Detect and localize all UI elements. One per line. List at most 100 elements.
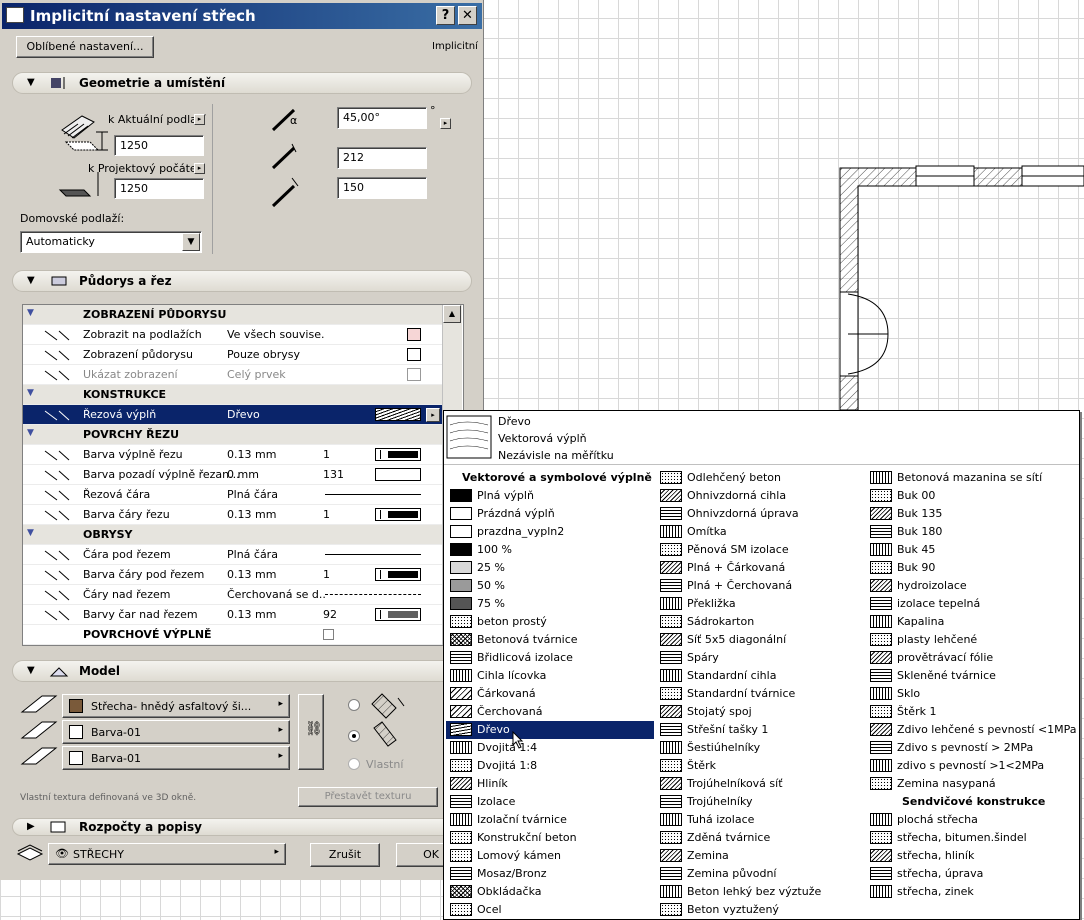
fill-option[interactable]: Štěrk 1: [866, 703, 1074, 721]
fill-option[interactable]: střecha, bitumen.šindel: [866, 829, 1074, 847]
group-toggle-icon[interactable]: ▼: [27, 388, 34, 398]
expand-triangle-icon[interactable]: ▶: [27, 821, 35, 832]
fill-option[interactable]: provětrávací fólie: [866, 649, 1074, 667]
row-value[interactable]: Ve všech souvise...: [227, 328, 325, 341]
fill-option[interactable]: Zemina původní: [656, 865, 864, 883]
fill-option[interactable]: Břidlicová izolace: [446, 649, 654, 667]
fill-option[interactable]: Standardní cihla: [656, 667, 864, 685]
table-group-row[interactable]: ▼ZOBRAZENÍ PŮDORYSU: [23, 305, 443, 325]
fill-option[interactable]: Stojatý spoj: [656, 703, 864, 721]
fill-option[interactable]: Síť 5x5 diagonální: [656, 631, 864, 649]
group-toggle-icon[interactable]: ▼: [27, 528, 34, 538]
fill-option[interactable]: Cihla lícovka: [446, 667, 654, 685]
fill-option[interactable]: Buk 45: [866, 541, 1074, 559]
table-group-row[interactable]: ▼KONSTRUKCE: [23, 385, 443, 405]
section-model[interactable]: ▼ Model: [12, 660, 472, 682]
surface-fills-checkbox[interactable]: [323, 629, 334, 640]
roof-angle-input[interactable]: 45,00°: [337, 107, 427, 129]
fill-option[interactable]: izolace tepelná: [866, 595, 1074, 613]
fill-option[interactable]: Čerchovaná: [446, 703, 654, 721]
link-materials-button[interactable]: ⛓: [298, 694, 324, 770]
fill-option[interactable]: střecha, zinek: [866, 883, 1074, 901]
fill-option[interactable]: Dřevo: [446, 721, 654, 739]
fill-option[interactable]: Odlehčený beton: [656, 469, 864, 487]
group-toggle-icon[interactable]: ▼: [27, 428, 34, 438]
row-value[interactable]: 0.13 mm: [227, 508, 277, 521]
close-button[interactable]: ✕: [458, 6, 477, 25]
material-top-picker[interactable]: Střecha- hnědý asfaltový ši... ▸: [62, 694, 290, 718]
fill-option[interactable]: Prázdná výplň: [446, 505, 654, 523]
fill-option[interactable]: Dvojitá 1:4: [446, 739, 654, 757]
fill-option[interactable]: Hliník: [446, 775, 654, 793]
help-button[interactable]: ?: [436, 6, 455, 25]
fill-option[interactable]: Sádrokarton: [656, 613, 864, 631]
row-value[interactable]: 0 mm: [227, 468, 259, 481]
fill-option[interactable]: Plná + Čerchovaná: [656, 577, 864, 595]
fill-option[interactable]: plasty lehčené: [866, 631, 1074, 649]
table-row[interactable]: POVRCHOVÉ VÝPLNĚ: [23, 625, 443, 645]
row-value[interactable]: Dřevo: [227, 408, 260, 421]
ref-bottom-input[interactable]: 1250: [114, 178, 204, 199]
ref-top-input[interactable]: 1250: [114, 135, 204, 156]
material-side-picker[interactable]: Barva-01 ▸: [62, 720, 290, 744]
fill-option[interactable]: Betonová mazanina se sítí: [866, 469, 1074, 487]
section-floorplan[interactable]: ▼ Půdorys a řez: [12, 270, 472, 292]
fill-option[interactable]: Mosaz/Bronz: [446, 865, 654, 883]
row-value[interactable]: 0.13 mm: [227, 608, 277, 621]
fill-option[interactable]: Překližka: [656, 595, 864, 613]
radio-custom[interactable]: [348, 758, 360, 770]
fill-option[interactable]: Sklo: [866, 685, 1074, 703]
scroll-up-arrow[interactable]: ▲: [443, 305, 461, 323]
fill-option[interactable]: Buk 00: [866, 487, 1074, 505]
row-value[interactable]: Plná čára: [227, 548, 278, 561]
title-bar[interactable]: Implicitní nastavení střech ? ✕: [2, 3, 482, 29]
fill-option[interactable]: Beton lehký bez výztuže: [656, 883, 864, 901]
fill-option[interactable]: Omítka: [656, 523, 864, 541]
fill-option[interactable]: Kapalina: [866, 613, 1074, 631]
fill-option[interactable]: Zdivo lehčené s pevností <1MPa: [866, 721, 1077, 739]
fill-option[interactable]: hydroizolace: [866, 577, 1074, 595]
ref-top-dropdown[interactable]: ▸: [194, 114, 205, 125]
pen-color-swatch[interactable]: [375, 448, 421, 461]
fill-option[interactable]: 75 %: [446, 595, 654, 613]
fill-option[interactable]: plochá střecha: [866, 811, 1074, 829]
home-story-select[interactable]: Automaticky ▼: [20, 231, 202, 253]
roof-thickness-input[interactable]: 212: [337, 147, 427, 169]
fill-option[interactable]: Spáry: [656, 649, 864, 667]
fill-option[interactable]: Ohnivzdorná cihla: [656, 487, 864, 505]
group-toggle-icon[interactable]: ▼: [27, 308, 34, 318]
fill-option[interactable]: Trojúhelníková síť: [656, 775, 864, 793]
fill-option[interactable]: Beton vyztužený: [656, 901, 864, 919]
fill-option[interactable]: Štěrk: [656, 757, 864, 775]
fill-option[interactable]: Izolace: [446, 793, 654, 811]
chevron-down-icon[interactable]: ▼: [182, 233, 200, 251]
fill-option[interactable]: 100 %: [446, 541, 654, 559]
pen-color-swatch[interactable]: [375, 468, 421, 481]
row-value[interactable]: Plná čára: [227, 488, 278, 501]
table-group-row[interactable]: ▼OBRYSY: [23, 525, 443, 545]
fill-option[interactable]: Trojúhelníky: [656, 793, 864, 811]
collapse-triangle-icon[interactable]: ▼: [27, 665, 35, 676]
fill-option[interactable]: Dvojitá 1:8: [446, 757, 654, 775]
row-value[interactable]: Čerchovaná se d...: [227, 588, 325, 601]
fill-option[interactable]: 50 %: [446, 577, 654, 595]
collapse-triangle-icon[interactable]: ▼: [27, 77, 35, 88]
favorites-button[interactable]: Oblíbené nastavení...: [16, 36, 154, 58]
fill-option[interactable]: Buk 90: [866, 559, 1074, 577]
fill-option[interactable]: Zdivo s pevností > 2MPa: [866, 739, 1074, 757]
fill-option[interactable]: Pěnová SM izolace: [656, 541, 864, 559]
fill-option[interactable]: střecha, úprava: [866, 865, 1074, 883]
fill-option[interactable]: Obkládačka: [446, 883, 654, 901]
radio-option-1[interactable]: [348, 699, 360, 711]
collapse-triangle-icon[interactable]: ▼: [27, 275, 35, 286]
table-group-row[interactable]: ▼POVRCHY ŘEZU: [23, 425, 443, 445]
cut-fill-swatch[interactable]: [375, 408, 421, 421]
